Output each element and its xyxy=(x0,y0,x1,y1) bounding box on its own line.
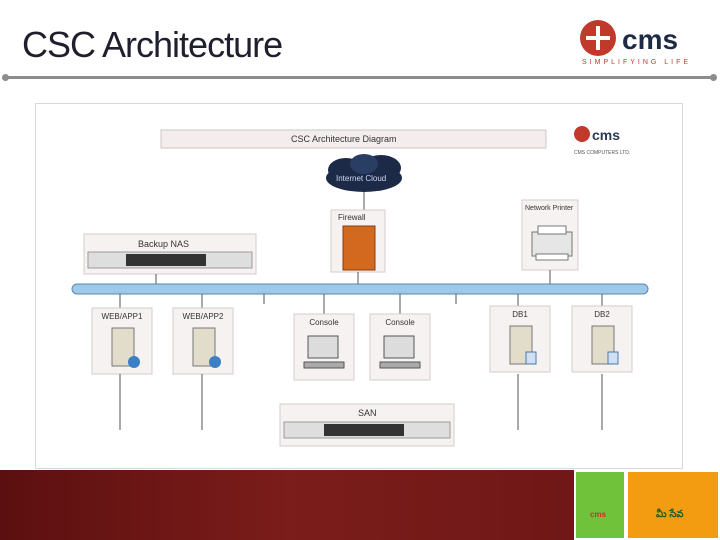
san-label: SAN xyxy=(358,408,377,418)
rule-dot-right xyxy=(710,74,717,81)
diagram-header-text: CSC Architecture Diagram xyxy=(291,134,397,144)
console-icon xyxy=(383,335,415,359)
printer-icon xyxy=(531,225,573,261)
architecture-diagram: CSC Architecture Diagram cms CMS COMPUTE… xyxy=(71,126,649,447)
header-rule xyxy=(4,76,714,79)
svg-text:cms: cms xyxy=(622,24,678,55)
node-label-2: WEB/APP2 xyxy=(183,312,224,321)
network-bus xyxy=(71,283,649,295)
node-label-5: DB1 xyxy=(512,310,528,319)
internet-cloud: Internet Cloud xyxy=(326,154,402,192)
node-label-3: Console xyxy=(309,318,339,327)
svg-text:cms: cms xyxy=(592,127,620,143)
slide-title: CSC Architecture xyxy=(22,24,283,65)
console-icon xyxy=(307,335,339,359)
web-server-icon xyxy=(111,327,135,367)
printer-label: Network Printer xyxy=(525,205,574,212)
architecture-diagram-panel: CSC Architecture Diagram cms CMS COMPUTE… xyxy=(36,104,682,468)
mee-seva-text: మీ సేవ xyxy=(656,509,684,520)
brand-tagline: SIMPLIFYING LIFE xyxy=(582,59,692,66)
smiley-green-panel xyxy=(576,472,624,538)
diagram-header-bar xyxy=(160,129,547,149)
company-logo-mark xyxy=(574,126,590,142)
firewall-icon xyxy=(342,225,376,271)
badge-cms-text: cms xyxy=(590,510,607,519)
cloud-label: Internet Cloud xyxy=(336,174,386,183)
backup-nas-label: Backup NAS xyxy=(138,239,189,249)
node-label-4: Console xyxy=(385,318,415,327)
mee-seva-panel xyxy=(628,472,718,538)
node-label-1: WEB/APP1 xyxy=(102,312,143,321)
firewall-label: Firewall xyxy=(338,213,366,222)
node-label-6: DB2 xyxy=(594,310,610,319)
cms-logo: cms xyxy=(580,20,678,56)
web-server-icon xyxy=(192,327,216,367)
company-name: CMS COMPUTERS LTD. xyxy=(574,150,630,156)
rule-dot-left xyxy=(2,74,9,81)
